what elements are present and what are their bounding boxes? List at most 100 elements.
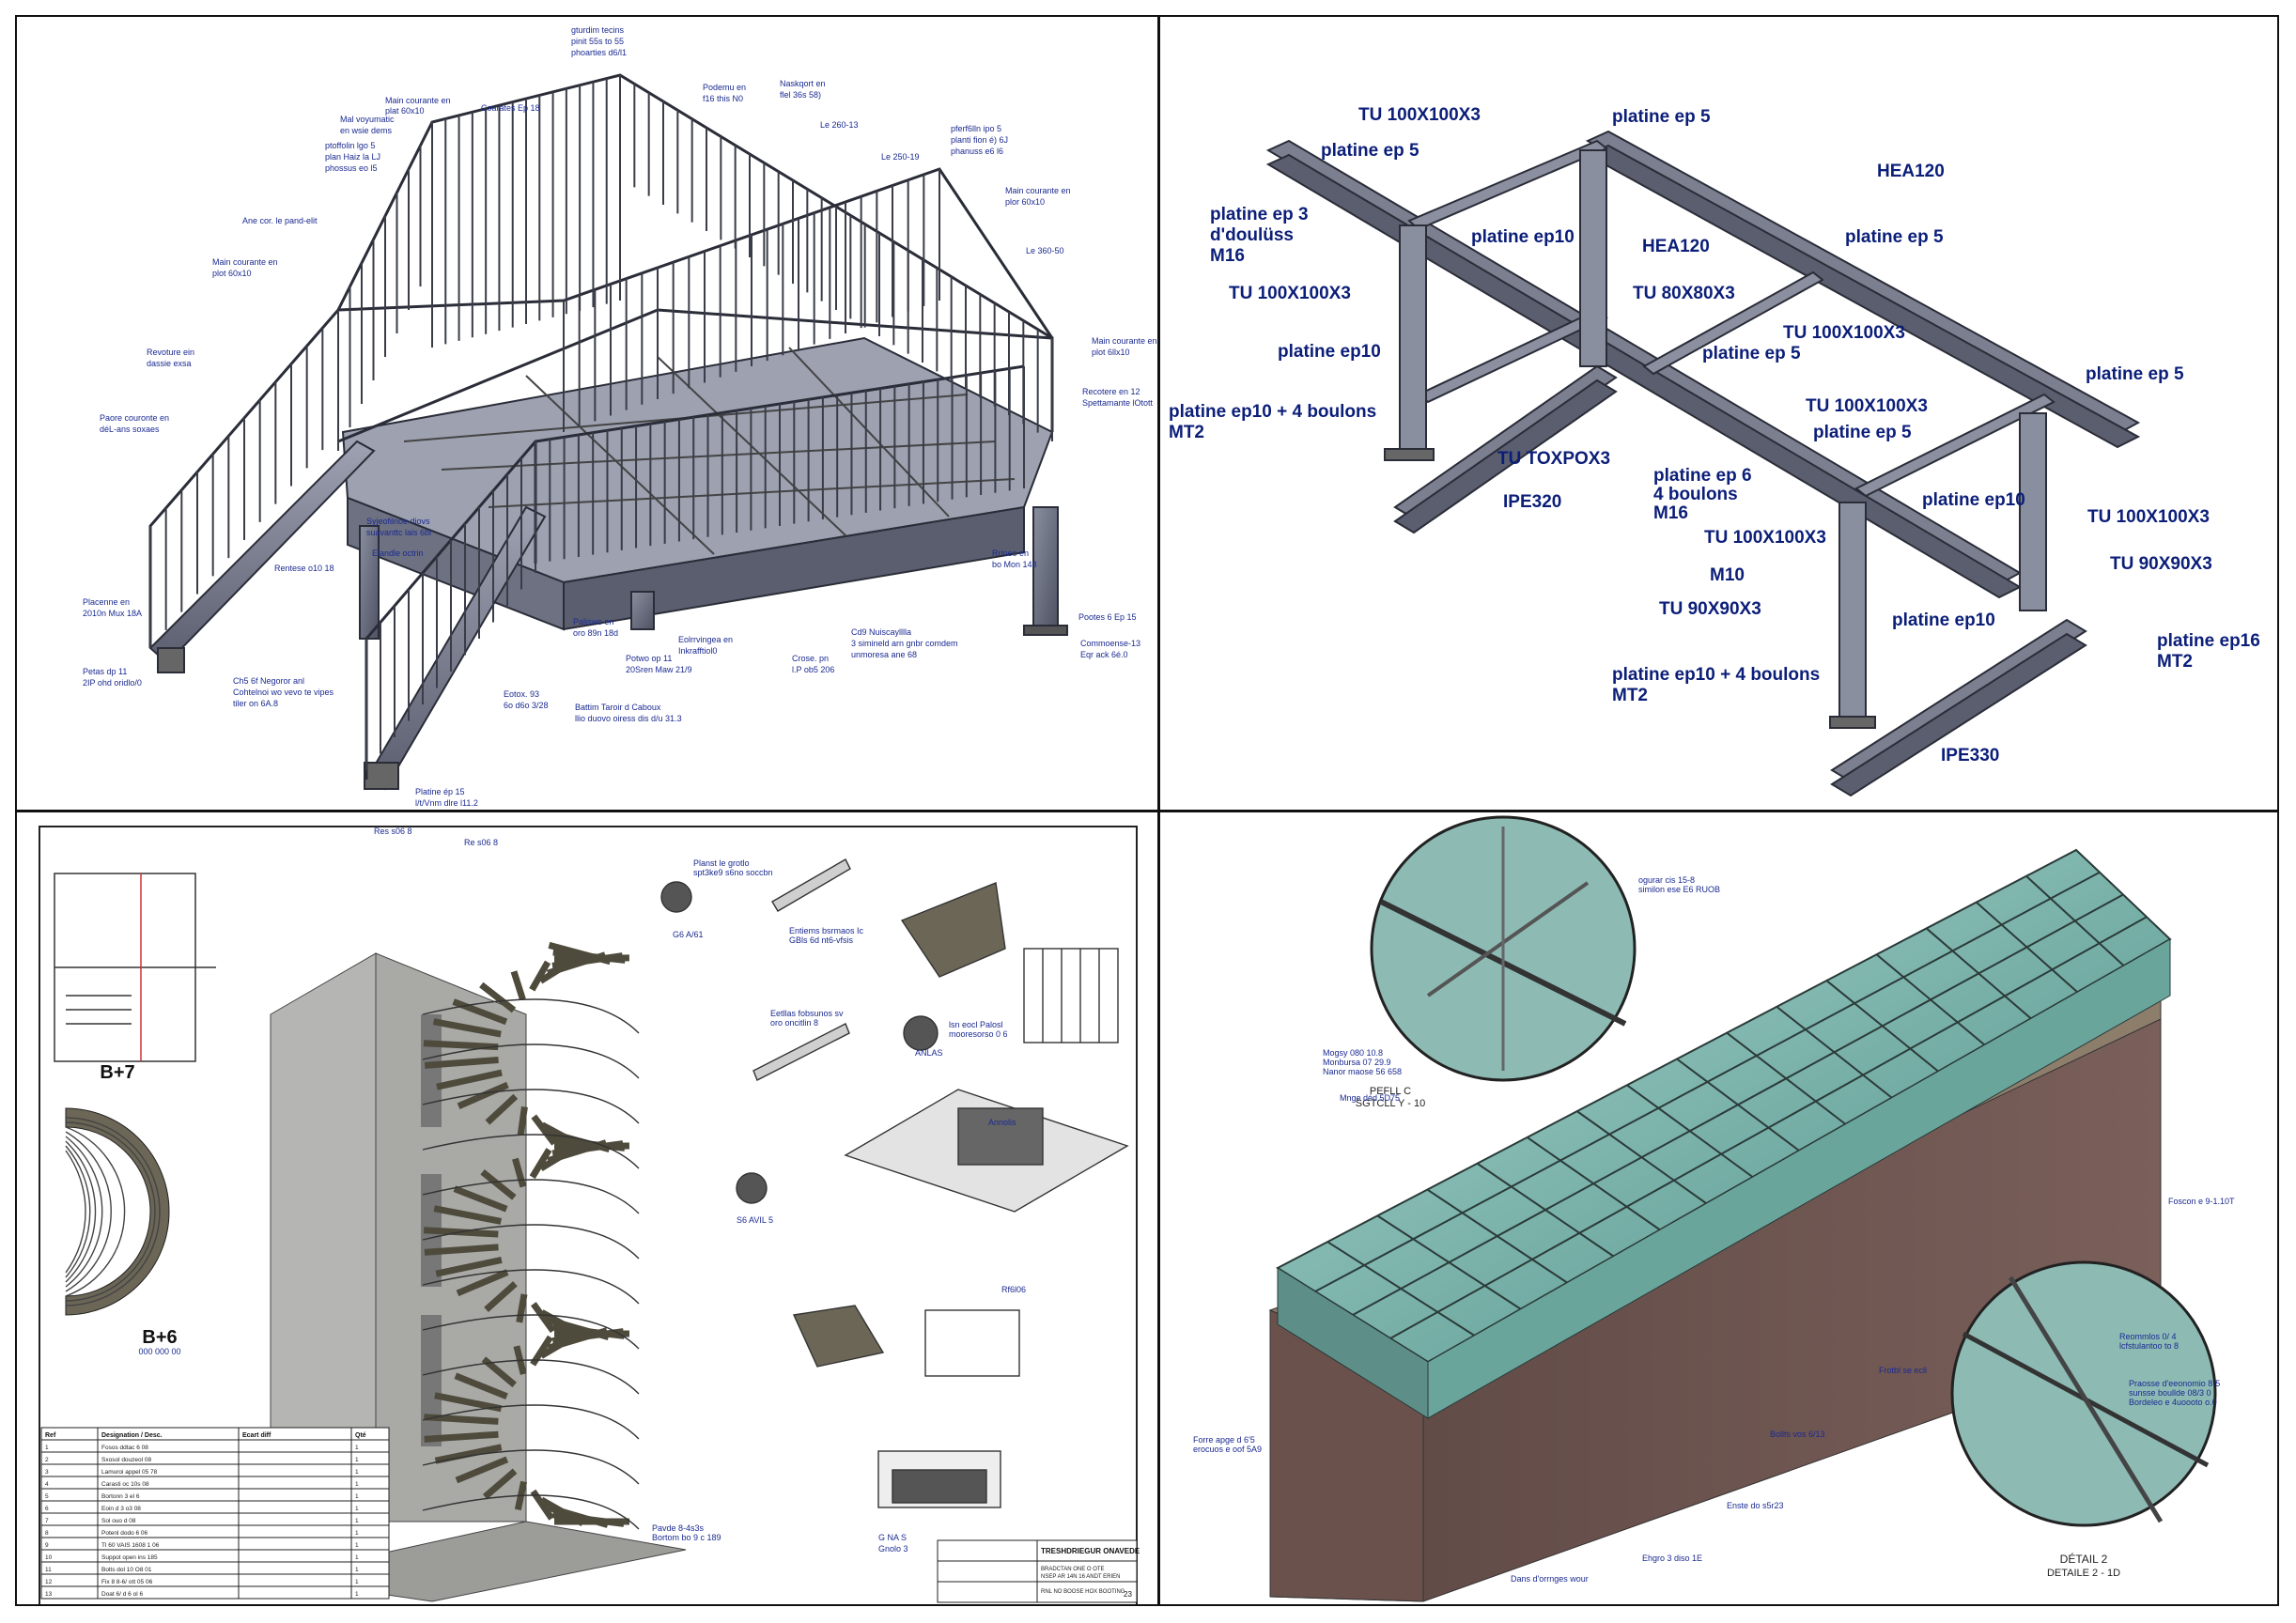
title-block-line2: BRADCTAN ONE O OTE (1041, 1567, 1105, 1572)
bom-header: Ref (45, 1432, 56, 1439)
detail-label-1: DÉTAIL 2 (2060, 1552, 2108, 1566)
title-block-line3: NSEP AR 14N 16 ANDT ERIEN (1041, 1574, 1120, 1580)
bom-cell: 2 (45, 1457, 49, 1463)
sheet-frame (15, 15, 2279, 1606)
bom-header: Designation / Desc. (101, 1432, 163, 1439)
callout-label: IPE320 (1503, 492, 1561, 512)
bom-cell: 1 (355, 1591, 359, 1598)
spiral-tread (424, 1430, 499, 1443)
callout-label: l/t/Vnm dlre l11.2 (415, 798, 478, 808)
panel2-callouts: TU 100X100X3 platine ep 5 platine ep 5 HEA1… (1169, 105, 2260, 765)
callout-label: Pootes 6 Ep 15 (1078, 612, 1137, 622)
callout-label: Bollts vos 6/13 (1770, 1430, 1825, 1439)
callout-label: TU 100X100X3 (1704, 528, 1826, 548)
callout-label: HEA120 (1877, 162, 1945, 181)
label-b6-sub: 000 000 00 (138, 1347, 180, 1356)
thumb-rail (65, 1136, 103, 1288)
callout-label: suavanttc lais 6bl (366, 528, 431, 537)
callout-label: Reommlos 0/ 4 (2119, 1332, 2177, 1341)
callout-label: Crose. pn (792, 654, 829, 663)
spiral-rail (422, 1494, 640, 1530)
spiral-rail (422, 1404, 640, 1440)
callout-label: Placenne en (83, 597, 130, 607)
callout-label: ANLAS (915, 1048, 943, 1058)
callout-label: Le 360-50 (1026, 246, 1064, 255)
callout-label: Petas dp 11 (83, 667, 127, 676)
spiral-tread (539, 1496, 585, 1526)
spiral-rail (422, 1134, 640, 1169)
callout-label: Inkrafftiol0 (678, 646, 717, 656)
callout-label: Eolrrvingea en (678, 635, 733, 644)
bom-cell: 1 (355, 1518, 359, 1524)
callout-label: en wsie dems (340, 126, 393, 135)
callout-label: 2IP ohd oridlo/0 (83, 678, 142, 688)
spiral-tread (548, 941, 612, 966)
thumb-rail (65, 1126, 126, 1297)
spiral-rail (422, 1449, 640, 1485)
callout-label: plot 6llx10 (1092, 348, 1130, 357)
callout-label: platine ep10 (1892, 611, 1995, 630)
spiral-tread (529, 960, 551, 992)
callout-label: platine ep 5 (1612, 107, 1711, 127)
callout-label: MT2 (2157, 652, 2193, 672)
bom-cell: 1 (355, 1554, 359, 1561)
callout-label: oro oncitlin 8 (770, 1018, 818, 1028)
callout-label: mooresorso 0 6 (949, 1029, 1008, 1039)
label-b7: B+7 (100, 1062, 134, 1083)
callout-label: erocuos e oof 5A9 (1193, 1445, 1262, 1454)
detail-circle-bottom (1950, 1260, 2217, 1527)
section-view-b7 (54, 873, 216, 1062)
callout-label: IPE330 (1941, 746, 1999, 765)
callout-label: Recotere en 12 (1082, 387, 1140, 396)
callout-label: oro 89n 18d (573, 628, 618, 638)
callout-label: Pavde 8-4s3s (652, 1523, 705, 1533)
callout-label: Foscon e 9-1.10T (2168, 1197, 2235, 1206)
glass-roof-structure (1268, 848, 2172, 1602)
callout-label: Monbursa 07 29.9 (1323, 1058, 1391, 1067)
bom-cell: 1 (355, 1481, 359, 1488)
callout-label: déL-ans soxaes (100, 425, 160, 434)
callout-label: M16 (1653, 503, 1688, 523)
callout-label: platine ep10 (1471, 227, 1575, 247)
bom-header: Ecart diff (242, 1432, 271, 1439)
callout-label: Annolis (988, 1118, 1016, 1127)
callout-label: platine ep 5 (1845, 227, 1944, 247)
callout-label: platine ep10 (1278, 342, 1381, 362)
spiral-tread (480, 1169, 517, 1200)
callout-label: MT2 (1169, 423, 1204, 442)
thumb-rail (65, 1140, 97, 1283)
callout-label: Main courante en (212, 257, 278, 267)
platform-structure (148, 336, 1068, 791)
spiral-tread (517, 1105, 528, 1136)
callout-label: similon ese E6 RUOB (1638, 885, 1720, 894)
callout-label: phoarties d6/l1 (571, 48, 627, 57)
bom-cell: 1 (45, 1445, 49, 1451)
callout-label: Dans d'orrnges wour (1511, 1574, 1589, 1584)
railing-balusters (149, 75, 1053, 770)
spiral-tread (432, 1018, 502, 1038)
callout-label: phanuss e6 l6 (951, 147, 1003, 156)
detail-circle-top (1370, 815, 1637, 1082)
callout-label: ogurar cis 15-8 (1638, 875, 1695, 885)
callout-label: Potwo op 11 (626, 654, 672, 663)
spiral-tread (455, 1456, 509, 1484)
spiral-rail (422, 1224, 640, 1260)
callout-label: Le 260-13 (820, 120, 859, 130)
callout-label: dassie exsa (147, 359, 192, 368)
thumb-rail (65, 1145, 91, 1278)
callout-label: lcfstulantoo to 8 (2119, 1341, 2179, 1351)
callout-label: 4 boulons (1653, 485, 1738, 504)
callout-label: platine ep 5 (2086, 364, 2184, 384)
spiral-tread (510, 970, 526, 1001)
callout-label: Forre apge d 6'5 (1193, 1435, 1255, 1445)
callout-label: plor 60x10 (1005, 197, 1045, 207)
callout-label: Naskqort en (780, 79, 826, 88)
spiral-rail (422, 1359, 640, 1395)
callout-label: Eotox. 93 (504, 689, 539, 699)
callout-label: platine ep10 + 4 boulons (1612, 665, 1820, 685)
bom-cell: 13 (45, 1591, 53, 1598)
callout-label: TU 100X100X3 (1229, 284, 1351, 303)
bom-cell: Sol ouo d 08 (101, 1518, 136, 1524)
callout-label: TU 90X90X3 (1659, 599, 1761, 619)
